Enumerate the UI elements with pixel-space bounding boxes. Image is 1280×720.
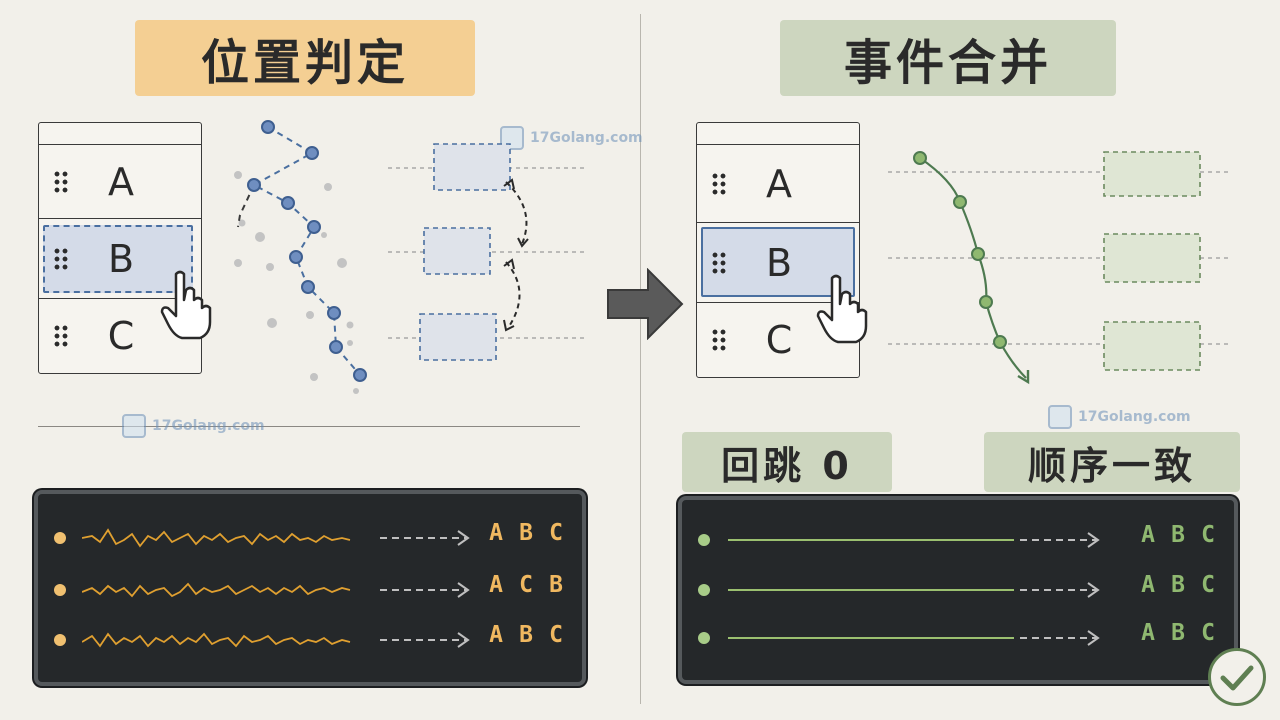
checkmark-badge [1208, 648, 1266, 706]
grip-dots-icon[interactable] [53, 246, 69, 271]
list-header [39, 123, 201, 145]
status-dot [54, 584, 66, 596]
list-row-c[interactable]: C [39, 299, 201, 373]
status-dot [698, 632, 710, 644]
list-row-b[interactable]: B [39, 219, 201, 299]
checkmark-icon [1220, 665, 1254, 691]
status-dot [54, 634, 66, 646]
vertical-divider [640, 14, 641, 704]
row-label: A [108, 159, 134, 204]
watermark: 17Golang.com [122, 414, 265, 438]
arrow-right-icon [607, 268, 684, 340]
grip-dots-icon[interactable] [53, 169, 69, 194]
drag-highlight [43, 225, 193, 293]
smooth-signal-line [728, 539, 1014, 541]
order-consistent-label: 顺序一致 [984, 432, 1240, 492]
title-event-merge: 事件合并 [780, 20, 1116, 96]
bounce-zero-label: 回跳 0 [682, 432, 892, 492]
status-dot [54, 532, 66, 544]
arrow-right-icon [380, 530, 470, 546]
status-dot [698, 584, 710, 596]
grip-dots-icon[interactable] [711, 250, 727, 275]
jitter-wave [82, 632, 351, 648]
row-label: C [765, 318, 793, 362]
jitter-wave [82, 582, 351, 598]
row-label: A [766, 161, 792, 206]
status-dot [698, 534, 710, 546]
hand-pointer-icon [160, 270, 212, 340]
list-row-c[interactable]: C [697, 303, 859, 377]
watermark: 17Golang.com [1048, 405, 1191, 429]
row-label: B [107, 236, 135, 281]
watermark: 17Golang.com [500, 126, 643, 150]
list-row-a[interactable]: A [39, 145, 201, 219]
list-row-a[interactable]: A [697, 145, 859, 223]
arrow-right-icon [1020, 630, 1100, 646]
row-label: C [107, 314, 135, 358]
arrow-right-icon [1020, 532, 1100, 548]
smooth-signal-line [728, 637, 1014, 639]
arrow-right-icon [380, 582, 470, 598]
grip-dots-icon[interactable] [711, 328, 727, 352]
horizontal-divider [38, 426, 580, 427]
smooth-signal-line [728, 589, 1014, 591]
jitter-trajectory [234, 120, 367, 394]
arrow-right-icon [380, 632, 470, 648]
jumping-drop-targets [388, 143, 584, 361]
grip-dots-icon[interactable] [711, 171, 727, 196]
hand-pointer-icon [816, 274, 868, 344]
arrow-right-icon [1020, 582, 1100, 598]
smooth-trajectory [888, 151, 1230, 385]
row-label: B [765, 240, 793, 285]
list-row-b[interactable]: B [697, 223, 859, 303]
grip-dots-icon[interactable] [53, 324, 69, 348]
jitter-wave [82, 528, 351, 548]
list-header [697, 123, 859, 145]
title-position-detect: 位置判定 [135, 20, 475, 96]
